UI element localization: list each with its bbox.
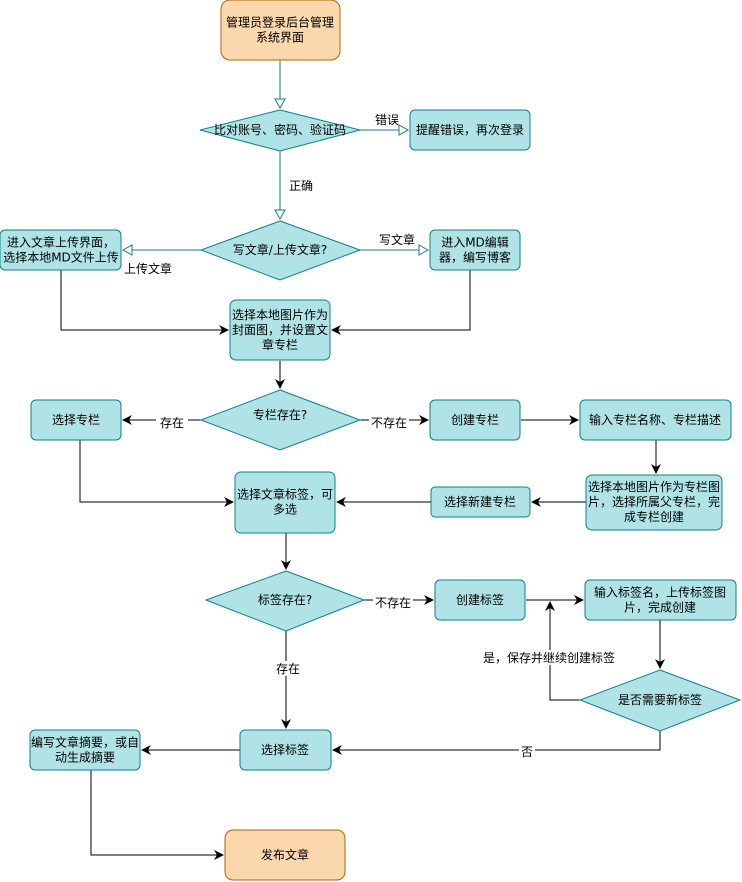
node-input-column: 输入专栏名称、专栏描述: [579, 399, 732, 441]
node-upload-page-label: 进入文章上传界面，选择本地MD文件上传: [3, 235, 119, 265]
node-need-new-tag-decision: 是否需要新标签: [578, 669, 742, 732]
node-verify-decision: 比对账号、密码、验证码: [199, 109, 361, 152]
node-select-column: 选择专栏: [30, 399, 122, 441]
node-column-exists-label: 专栏存在?: [253, 407, 307, 422]
node-label-line: 器，编写博客: [439, 250, 511, 265]
node-cover-image: 选择本地图片作为封面图，并设置文章专栏: [229, 299, 331, 361]
node-column-cover-label: 选择本地图片作为专栏图片，选择所属父专栏，完成专栏创建: [588, 479, 720, 524]
node-input-tag-label: 输入标签名，上传标签图片，完成创建: [594, 585, 726, 615]
node-label-line: 是否需要新标签: [618, 692, 702, 707]
node-label-line: 选择文章标签，可: [237, 487, 333, 502]
node-start: 管理员登录后台管理系统界面: [220, 0, 341, 61]
node-summary: 编写文章摘要，或自动生成摘要: [29, 729, 141, 771]
edge-label-upload: 上传文章: [124, 261, 172, 276]
node-label-line: 输入标签名，上传标签图: [594, 585, 726, 600]
node-input-column-label: 输入专栏名称、专栏描述: [589, 412, 721, 427]
node-label-line: 章专栏: [262, 337, 298, 352]
node-summary-label: 编写文章摘要，或自动生成摘要: [31, 735, 139, 765]
node-label-line: 选择本地图片作为: [232, 308, 328, 322]
edge-label-correct: 正确: [289, 179, 313, 193]
node-write-upload-label: 写文章/上传文章?: [233, 242, 327, 257]
node-select-new-column-label: 选择新建专栏: [444, 494, 516, 509]
edge-md-to-cover: [331, 270, 471, 335]
node-start-label: 管理员登录后台管理系统界面: [226, 15, 334, 45]
node-login-error: 提醒错误，再次登录: [409, 109, 531, 151]
node-select-tag: 选择标签: [239, 729, 332, 771]
node-create-column: 创建专栏: [429, 399, 521, 441]
node-label-line: 进入文章上传界面，: [7, 235, 115, 250]
node-label-line: 系统界面: [256, 31, 304, 45]
node-label-line: 进入MD编辑: [441, 235, 509, 250]
node-label-line: 比对账号、密码、验证码: [214, 122, 346, 137]
node-label-line: 选择本地MD文件上传: [3, 250, 119, 265]
node-label-line: 动生成摘要: [55, 750, 115, 765]
node-column-cover: 选择本地图片作为专栏图片，选择所属父专栏，完成专栏创建: [585, 474, 723, 531]
node-need-new-tag-label: 是否需要新标签: [618, 692, 702, 707]
node-label-line: 管理员登录后台管理: [226, 15, 334, 30]
node-label-line: 创建专栏: [451, 412, 499, 427]
node-label-line: 编写文章摘要，或自: [31, 735, 139, 750]
node-verify-label: 比对账号、密码、验证码: [214, 122, 346, 137]
node-select-column-label: 选择专栏: [52, 412, 100, 427]
node-label-line: 片，选择所属父专栏，完: [588, 494, 720, 509]
edge-to-publish: [90, 770, 224, 860]
node-label-line: 专栏存在?: [253, 407, 307, 422]
node-upload-page: 进入文章上传界面，选择本地MD文件上传: [0, 229, 122, 271]
node-label-line: 输入专栏名称、专栏描述: [589, 412, 721, 427]
node-publish: 发布文章: [224, 829, 346, 881]
node-create-tag: 创建标签: [434, 579, 526, 621]
node-label-line: 选择标签: [261, 742, 309, 757]
node-label-line: 封面图，并设置文: [232, 322, 328, 337]
node-label-line: 发布文章: [261, 847, 309, 862]
node-md-editor: 进入MD编辑器，编写博客: [429, 229, 521, 271]
edge-label-write: 写文章: [379, 232, 415, 247]
node-select-tags: 选择文章标签，可多选: [234, 471, 336, 534]
node-label-line: 选择新建专栏: [444, 494, 516, 509]
node-label-line: 片，完成创建: [624, 600, 696, 615]
edge-label-column-not-exists: 不存在: [371, 416, 407, 430]
edge-label-error: 错误: [375, 113, 399, 127]
edge-label-tag-not-exists: 不存在: [375, 596, 411, 610]
edge-label-column-exists: 存在: [160, 416, 184, 430]
node-create-tag-label: 创建标签: [456, 592, 504, 607]
node-label-line: 创建标签: [456, 592, 504, 607]
edge-label-tag-exists: 存在: [276, 662, 300, 676]
node-cover-image-label: 选择本地图片作为封面图，并设置文章专栏: [232, 308, 328, 352]
node-column-exists-decision: 专栏存在?: [199, 389, 362, 451]
edge-labels: 错误 正确 上传文章 写文章 存在 不存在 不存在 存在 是，保存并继续创建标签…: [124, 113, 617, 759]
node-input-tag: 输入标签名，上传标签图片，完成创建: [584, 579, 737, 621]
edge-no-to-select-tag: [332, 731, 661, 755]
node-tag-exists-label: 标签存在?: [258, 592, 312, 607]
node-write-upload-decision: 写文章/上传文章?: [199, 220, 362, 281]
edge-select-column-to-tags: [79, 440, 234, 507]
node-label-line: 多选: [273, 503, 297, 517]
edge-yes-loop: [545, 601, 580, 701]
node-create-column-label: 创建专栏: [451, 412, 499, 427]
node-label-line: 写文章/上传文章?: [233, 242, 327, 257]
edge-label-yes-continue: 是，保存并继续创建标签: [483, 650, 615, 665]
node-tag-exists-decision: 标签存在?: [204, 570, 366, 632]
node-md-editor-label: 进入MD编辑器，编写博客: [439, 235, 511, 265]
node-label-line: 提醒错误，再次登录: [416, 122, 524, 137]
node-label-line: 选择专栏: [52, 412, 100, 427]
edge-label-no: 否: [521, 745, 533, 759]
node-label-line: 成专栏创建: [624, 509, 684, 524]
node-login-error-label: 提醒错误，再次登录: [416, 122, 524, 137]
node-select-tags-label: 选择文章标签，可多选: [237, 487, 333, 517]
node-select-new-column: 选择新建专栏: [430, 486, 531, 518]
node-select-tag-label: 选择标签: [261, 742, 309, 757]
edge-upload-to-cover: [60, 270, 229, 335]
node-label-line: 标签存在?: [258, 592, 312, 607]
node-label-line: 选择本地图片作为专栏图: [588, 479, 720, 494]
node-publish-label: 发布文章: [261, 847, 309, 862]
edges: [60, 60, 665, 860]
